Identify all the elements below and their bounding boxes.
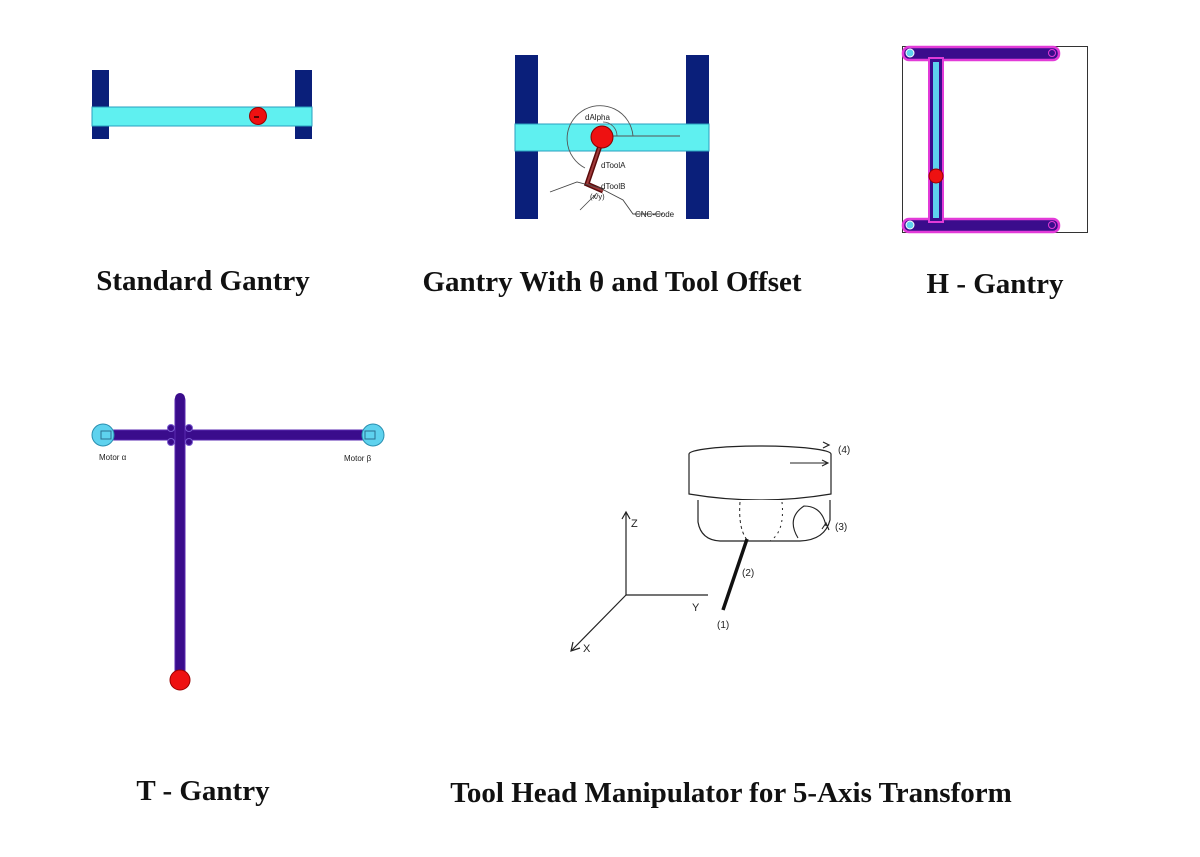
- bottom-belt: [901, 217, 1061, 234]
- tool-head: [249, 107, 267, 125]
- pulley-top-left-icon: [905, 48, 915, 58]
- tool-offset-arm-inner: [585, 136, 604, 192]
- motor-alpha-icon: [91, 423, 115, 447]
- rotation-4-arrow2-icon: [821, 459, 830, 467]
- tool-head-manipulator-diagram: Z Y X (4) (3) (2) (1): [570, 441, 850, 655]
- label-z: Z: [631, 518, 638, 530]
- label-4: (4): [838, 445, 850, 456]
- right-rail: [295, 70, 312, 139]
- small-arc: [602, 121, 618, 137]
- cnc-code-leader: [549, 181, 663, 215]
- label-3: (3): [835, 522, 847, 533]
- lower-head-curve: [769, 501, 783, 542]
- motor-alpha-shaft: [100, 430, 112, 440]
- alpha-arc: [566, 105, 634, 169]
- label-motor-alpha: Motor α: [99, 453, 127, 462]
- roller-icon: [185, 424, 193, 432]
- pulley-bottom-right-icon: [1048, 221, 1056, 229]
- rotation-3-arrow-icon: [821, 521, 830, 531]
- caption-theta-gantry: Gantry With θ and Tool Offset: [422, 266, 802, 298]
- roller-icon: [167, 424, 175, 432]
- pulley-bottom-left-icon: [905, 220, 915, 230]
- tool-shaft: [721, 538, 749, 611]
- horizontal-beam: [102, 429, 374, 441]
- label-cnc-code: CNC-Code: [635, 210, 675, 219]
- rotation-3-arc: [792, 505, 827, 539]
- motor-beta-shaft: [364, 430, 376, 440]
- vertical-beam-track: [933, 62, 939, 218]
- label-dalpha: dAlpha: [585, 113, 610, 122]
- tool-head: [928, 168, 944, 184]
- theta-gantry-diagram: dAlpha dToolA dToolB (x/y) CNC-Code: [514, 55, 710, 219]
- x-arrow-icon: [570, 641, 581, 652]
- caption-standard-gantry: Standard Gantry: [96, 265, 310, 297]
- tool-head: [169, 669, 191, 691]
- lower-head: [697, 500, 831, 542]
- motor-beta-icon: [361, 423, 385, 447]
- label-dtoola: dToolA: [601, 161, 626, 170]
- label-2: (2): [742, 568, 754, 579]
- label-motor-beta: Motor β: [344, 454, 372, 463]
- standard-gantry-diagram: [91, 70, 313, 139]
- label-1: (1): [717, 620, 729, 631]
- caption-tool-head: Tool Head Manipulator for 5-Axis Transfo…: [450, 777, 1012, 809]
- top-cap: [175, 393, 185, 403]
- caption-t-gantry: T - Gantry: [136, 775, 270, 807]
- rotation-4-arrow-icon: [822, 441, 831, 449]
- pulley-top-right-icon: [1048, 49, 1056, 57]
- left-rail: [92, 70, 109, 139]
- h-gantry-diagram: [901, 45, 1088, 234]
- z-arrow-icon: [621, 510, 631, 520]
- caption-h-gantry: H - Gantry: [926, 268, 1064, 300]
- x-axis: [571, 594, 627, 651]
- top-cylinder-body: [688, 454, 832, 501]
- roller-icon: [185, 438, 193, 446]
- label-xy: (x/y): [590, 192, 605, 201]
- top-belt: [901, 45, 1061, 62]
- label-y: Y: [692, 602, 700, 614]
- vertical-beam: [174, 395, 186, 682]
- roller-icon: [167, 438, 175, 446]
- gantry-beam: [91, 106, 313, 127]
- tool-head: [590, 125, 614, 149]
- label-dtoolb: dToolB: [601, 182, 625, 191]
- label-x: X: [583, 643, 591, 655]
- t-gantry-diagram: Motor α Motor β: [91, 393, 385, 691]
- xy-leader: [579, 192, 598, 211]
